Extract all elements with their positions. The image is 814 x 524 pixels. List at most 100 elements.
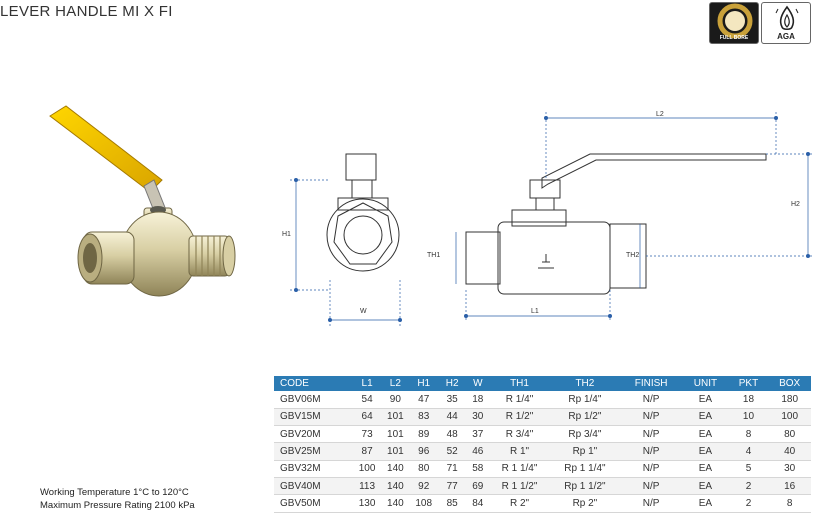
table-cell-pkt: 10 <box>728 408 769 427</box>
table-cell-w: 84 <box>466 494 490 513</box>
table-cell-l2: 140 <box>381 477 410 496</box>
table-cell-th2: Rp 3/4" <box>549 425 620 444</box>
table-cell-h1: 83 <box>409 408 438 427</box>
page-title: LEVER HANDLE MI X FI <box>0 3 173 20</box>
table-cell-th1: R 1 1/2" <box>489 477 550 496</box>
table-cell-unit: EA <box>682 425 729 444</box>
column-header-box: BOX <box>768 376 811 391</box>
table-cell-w: 46 <box>466 442 490 461</box>
table-cell-box: 8 <box>768 494 811 513</box>
table-cell-th1: R 1/2" <box>489 408 550 427</box>
table-cell-w: 37 <box>466 425 490 444</box>
full-bore-badge: FULL BORE <box>709 2 759 44</box>
table-cell-h1: 80 <box>409 460 438 478</box>
table-cell-unit: EA <box>682 408 729 427</box>
dim-label-th1: TH1 <box>427 252 441 259</box>
table-cell-th2: Rp 1/4" <box>549 391 620 409</box>
table-cell-w: 58 <box>466 460 490 478</box>
table-cell-h1: 47 <box>409 391 438 409</box>
table-cell-finish: N/P <box>619 391 683 409</box>
table-cell-th1: R 3/4" <box>489 425 550 444</box>
column-header-h2: H2 <box>437 376 467 391</box>
table-cell-box: 30 <box>768 460 811 478</box>
table-cell-box: 180 <box>768 391 811 409</box>
table-cell-w: 69 <box>466 477 490 496</box>
dim-label-h1: H1 <box>282 231 291 238</box>
column-header-l2: L2 <box>381 376 410 391</box>
table-cell-code: GBV06M <box>274 391 353 409</box>
table-cell-finish: N/P <box>619 477 683 496</box>
column-header-unit: UNIT <box>682 376 729 391</box>
dim-label-l2: L2 <box>656 111 664 118</box>
table-cell-l2: 140 <box>381 494 410 513</box>
aga-badge: AGA <box>761 2 811 44</box>
table-cell-th1: R 1/4" <box>489 391 550 409</box>
table-cell-l2: 90 <box>381 391 410 409</box>
table-cell-th2: Rp 2" <box>549 494 620 513</box>
table-cell-th1: R 2" <box>489 494 550 513</box>
table-cell-th1: R 1 1/4" <box>489 460 550 478</box>
column-header-th1: TH1 <box>489 376 550 391</box>
table-cell-finish: N/P <box>619 425 683 444</box>
table-cell-pkt: 8 <box>728 425 769 444</box>
table-cell-pkt: 5 <box>728 460 769 478</box>
operating-notes: Working Temperature 1°C to 120°C Maximum… <box>40 486 195 512</box>
table-cell-h2: 77 <box>437 477 467 496</box>
table-cell-box: 80 <box>768 425 811 444</box>
full-bore-label: FULL BORE <box>719 35 749 41</box>
table-cell-finish: N/P <box>619 442 683 461</box>
table-cell-l2: 101 <box>381 425 410 444</box>
column-header-l1: L1 <box>352 376 382 391</box>
column-header-code: CODE <box>274 376 353 391</box>
column-header-h1: H1 <box>409 376 438 391</box>
table-cell-box: 100 <box>768 408 811 427</box>
table-cell-h2: 85 <box>437 494 467 513</box>
valve-product-photo <box>49 105 236 297</box>
table-cell-l2: 140 <box>381 460 410 478</box>
table-cell-th1: R 1" <box>489 442 550 461</box>
table-cell-code: GBV40M <box>274 477 353 496</box>
table-cell-h2: 44 <box>437 408 467 427</box>
table-cell-th2: Rp 1/2" <box>549 408 620 427</box>
dim-label-th2: TH2 <box>626 252 640 259</box>
table-cell-box: 16 <box>768 477 811 496</box>
aga-label: AGA <box>777 32 795 41</box>
table-cell-h1: 96 <box>409 442 438 461</box>
table-cell-l1: 100 <box>352 460 382 478</box>
table-cell-pkt: 18 <box>728 391 769 409</box>
table-cell-finish: N/P <box>619 460 683 478</box>
table-cell-code: GBV20M <box>274 425 353 444</box>
table-cell-l2: 101 <box>381 442 410 461</box>
technical-drawing <box>290 112 814 326</box>
table-cell-code: GBV50M <box>274 494 353 513</box>
column-header-w: W <box>466 376 490 391</box>
table-cell-finish: N/P <box>619 494 683 513</box>
table-cell-code: GBV32M <box>274 460 353 478</box>
table-cell-unit: EA <box>682 442 729 461</box>
table-cell-h2: 35 <box>437 391 467 409</box>
table-cell-code: GBV15M <box>274 408 353 427</box>
table-cell-h2: 52 <box>437 442 467 461</box>
table-cell-w: 30 <box>466 408 490 427</box>
table-cell-l1: 113 <box>352 477 382 496</box>
table-cell-box: 40 <box>768 442 811 461</box>
max-pressure: Maximum Pressure Rating 2100 kPa <box>40 500 195 511</box>
dim-label-h2: H2 <box>791 201 800 208</box>
table-cell-pkt: 2 <box>728 477 769 496</box>
dim-label-l1: L1 <box>531 308 539 315</box>
table-cell-th2: Rp 1" <box>549 442 620 461</box>
table-cell-finish: N/P <box>619 408 683 427</box>
table-cell-code: GBV25M <box>274 442 353 461</box>
table-cell-l2: 101 <box>381 408 410 427</box>
table-cell-l1: 130 <box>352 494 382 513</box>
table-cell-unit: EA <box>682 460 729 478</box>
column-header-finish: FINISH <box>619 376 683 391</box>
table-cell-pkt: 2 <box>728 494 769 513</box>
table-cell-th2: Rp 1 1/4" <box>549 460 620 478</box>
